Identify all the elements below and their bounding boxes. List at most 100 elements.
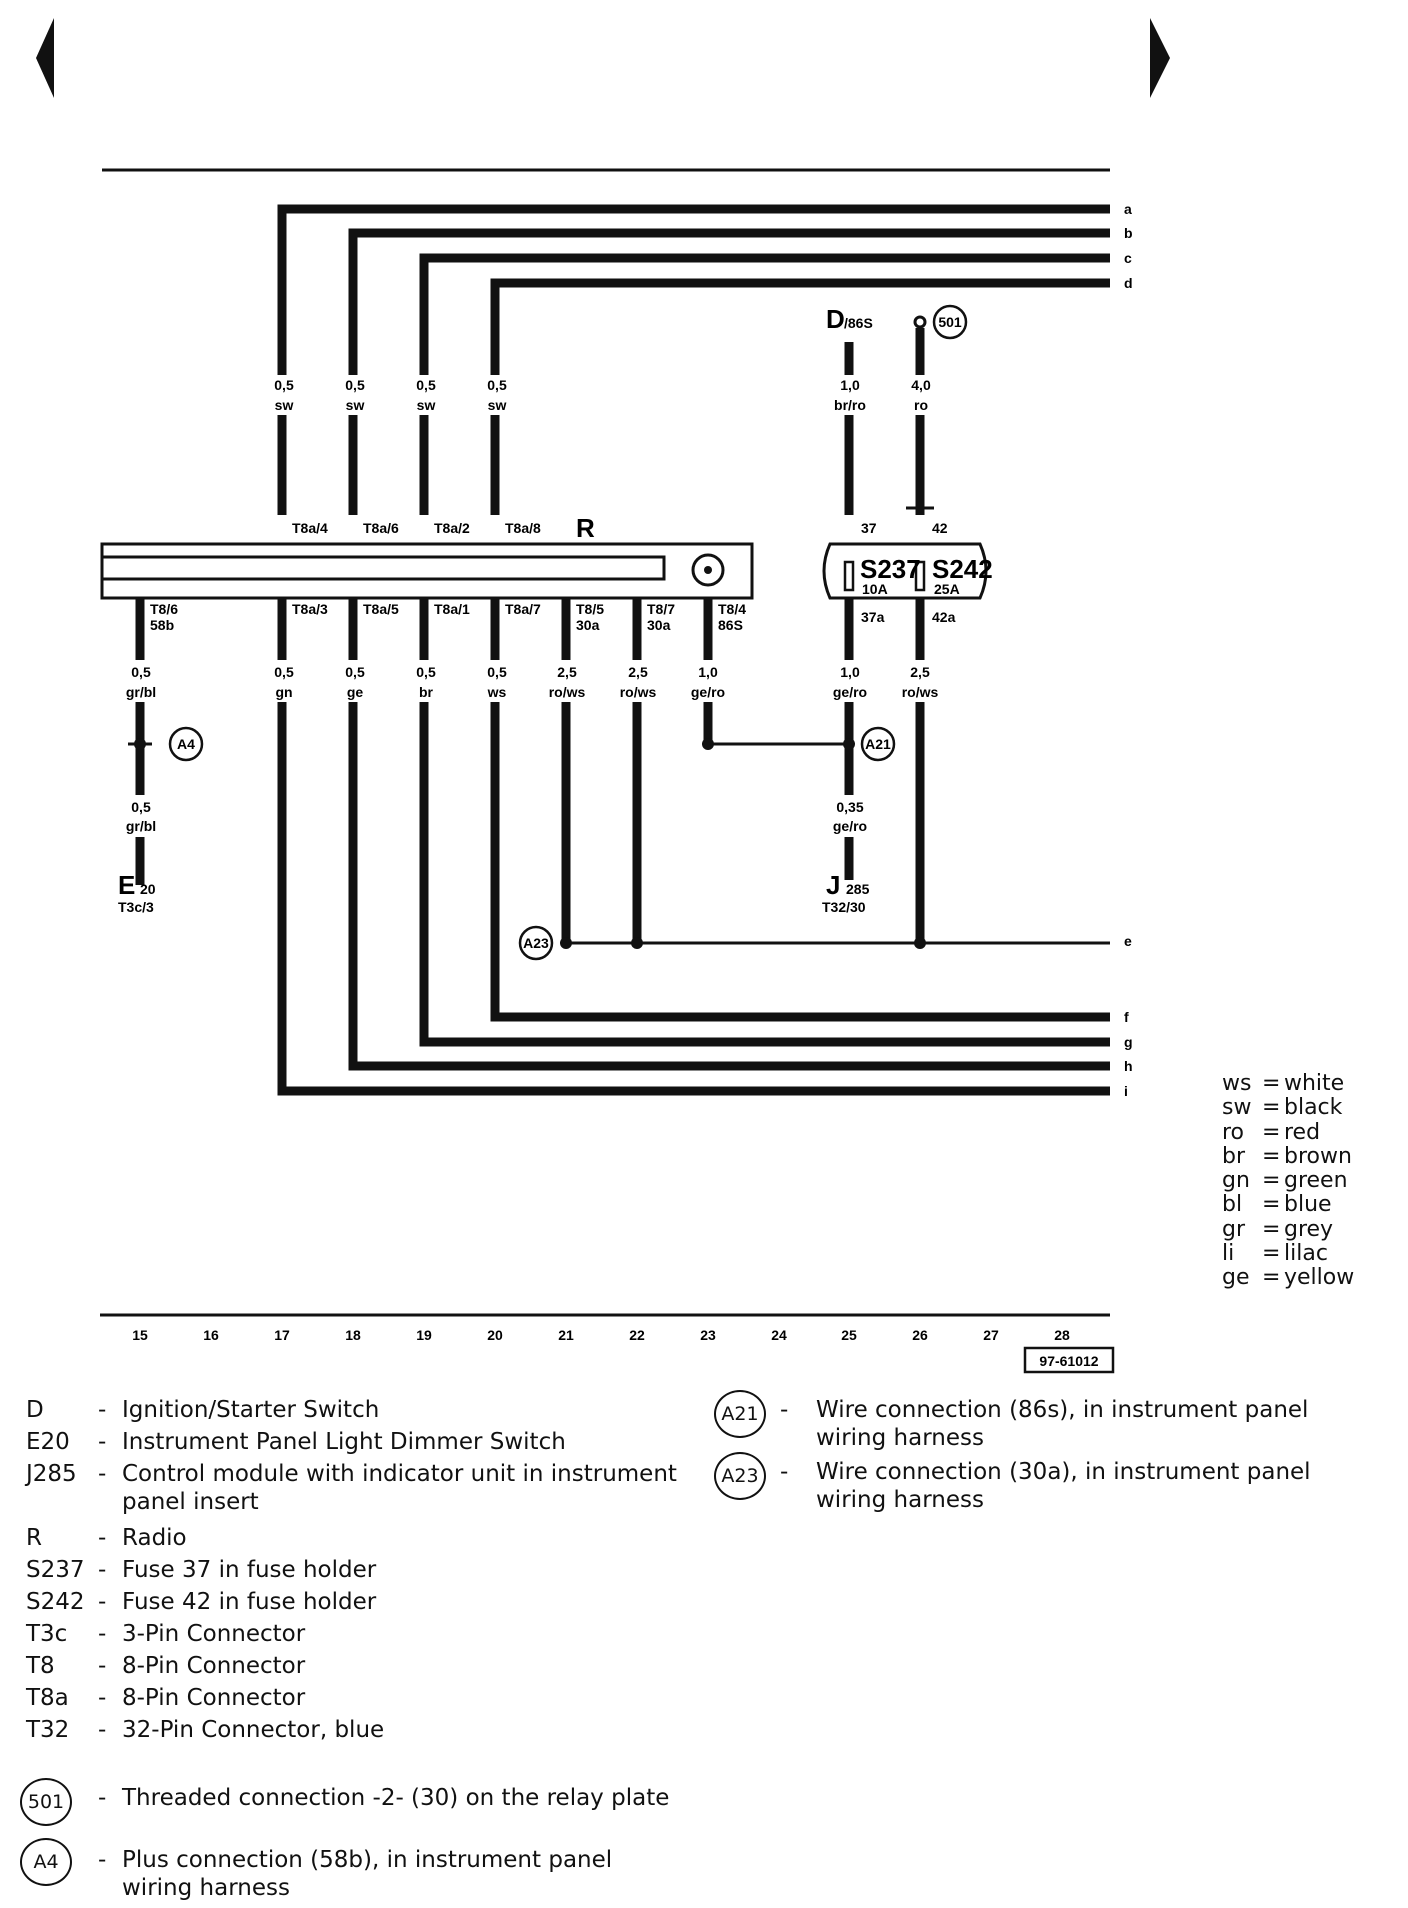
bus-h bbox=[348, 598, 1110, 1071]
wire-color: gr/bl bbox=[126, 818, 156, 834]
svg-text:E: E bbox=[118, 870, 135, 900]
bus-d bbox=[490, 278, 1110, 515]
svg-text:S242: S242 bbox=[932, 554, 993, 584]
svg-text:20: 20 bbox=[140, 881, 156, 897]
svg-text:J: J bbox=[826, 870, 840, 900]
wire-color: sw bbox=[488, 397, 507, 413]
legend-circle-501: 501 bbox=[20, 1778, 72, 1826]
svg-text:A21: A21 bbox=[865, 736, 891, 752]
wire-size: 0,5 bbox=[416, 664, 436, 680]
track-number: 23 bbox=[700, 1327, 716, 1343]
color-code-row: bl=blue bbox=[1222, 1192, 1332, 1218]
wire-size: 0,5 bbox=[131, 664, 151, 680]
wire-size: 0,35 bbox=[836, 799, 863, 815]
wire-size: 2,5 bbox=[910, 664, 930, 680]
wire-color: sw bbox=[346, 397, 365, 413]
legend-row: - bbox=[780, 1459, 789, 1485]
track-number: 27 bbox=[983, 1327, 999, 1343]
legend-row: Wire connection (30a), in instrument pan… bbox=[816, 1459, 1311, 1513]
pin-label: T8a/2 bbox=[434, 520, 470, 536]
doc-number: 97-61012 bbox=[1023, 1346, 1115, 1374]
bus-letter: i bbox=[1124, 1083, 1128, 1099]
track-number: 24 bbox=[771, 1327, 787, 1343]
bus-letter: f bbox=[1124, 1009, 1129, 1025]
wire-color: br bbox=[419, 684, 434, 700]
wire-color: gn bbox=[275, 684, 292, 700]
bottom-pin-labels: T8/6 58b T8a/3 T8a/5 T8a/1 T8a/7 T8/5 30… bbox=[150, 601, 956, 633]
color-code-row: gn=green bbox=[1222, 1168, 1348, 1194]
track-number: 19 bbox=[416, 1327, 432, 1343]
wire-color: ge/ro bbox=[833, 684, 867, 700]
legend-circle-a21: A21 bbox=[714, 1390, 766, 1438]
wire-size: 0,5 bbox=[345, 664, 365, 680]
bus-letter: e bbox=[1124, 933, 1132, 949]
color-code-row: ge=yellow bbox=[1222, 1265, 1355, 1291]
pin-label: 30a bbox=[576, 617, 600, 633]
color-code-row: ws=white bbox=[1222, 1071, 1345, 1096]
wire-size: 0,5 bbox=[345, 377, 365, 393]
wire-color: sw bbox=[417, 397, 436, 413]
svg-text:10A: 10A bbox=[862, 581, 888, 597]
pin-label: 30a bbox=[647, 617, 671, 633]
wire-size: 1,0 bbox=[840, 377, 860, 393]
next-page-button[interactable] bbox=[1150, 18, 1170, 98]
svg-text:T3c/3: T3c/3 bbox=[118, 899, 154, 915]
pin-label: T8a/1 bbox=[434, 601, 470, 617]
color-code-legend: ws=white sw=black ro=red br=brown gn=gre… bbox=[1222, 1071, 1355, 1291]
ignition-switch: D /86S bbox=[826, 304, 934, 515]
pin-label: T8a/6 bbox=[363, 520, 399, 536]
bus-c bbox=[419, 253, 1110, 515]
pin-label: 42a bbox=[932, 609, 956, 625]
wire-size: 0,5 bbox=[274, 664, 294, 680]
color-code-row: gr=grey bbox=[1222, 1216, 1334, 1242]
prev-page-button[interactable] bbox=[36, 18, 54, 98]
track-number: 17 bbox=[274, 1327, 290, 1343]
legend-row: Wire connection (86s), in instrument pan… bbox=[816, 1397, 1309, 1451]
pin-label: T8a/7 bbox=[505, 601, 541, 617]
top-wire-labels: 0,5 sw 0,5 sw 0,5 sw 0,5 sw bbox=[268, 375, 511, 415]
svg-text:97-61012: 97-61012 bbox=[1039, 1353, 1098, 1369]
pin-label: 37 bbox=[861, 520, 877, 536]
color-code-row: li=lilac bbox=[1222, 1241, 1328, 1267]
track-number: 18 bbox=[345, 1327, 361, 1343]
svg-text:A4: A4 bbox=[177, 736, 195, 752]
pin-label: T8/6 bbox=[150, 601, 178, 617]
pin-label: T8a/8 bbox=[505, 520, 541, 536]
bus-letter: d bbox=[1124, 275, 1133, 291]
bus-letter: h bbox=[1124, 1058, 1133, 1074]
top-right-wire-labels: 1,0 br/ro 4,0 ro bbox=[828, 375, 936, 415]
pin-label: 37a bbox=[861, 609, 885, 625]
track-number: 26 bbox=[912, 1327, 928, 1343]
pin-label: 42 bbox=[932, 520, 948, 536]
bus-top bbox=[277, 204, 1110, 515]
wire-color: gr/bl bbox=[126, 684, 156, 700]
wire-size: 2,5 bbox=[628, 664, 648, 680]
wire-size: 0,5 bbox=[274, 377, 294, 393]
fuse-holder: S237 10A S242 25A bbox=[822, 542, 993, 600]
wire-size: 0,5 bbox=[416, 377, 436, 393]
legend-circle-a23: A23 bbox=[714, 1452, 766, 1500]
radio-component bbox=[100, 542, 754, 600]
svg-text:285: 285 bbox=[846, 881, 870, 897]
e20-component-label: E 20 T3c/3 bbox=[118, 870, 156, 915]
triangle-right-icon bbox=[1150, 18, 1170, 98]
radio-label: R bbox=[576, 513, 595, 543]
track-number: 21 bbox=[558, 1327, 574, 1343]
wire-color: ge bbox=[347, 684, 364, 700]
color-code-row: ro=red bbox=[1222, 1119, 1321, 1145]
color-code-row: br=brown bbox=[1222, 1143, 1352, 1169]
bus-letter: a bbox=[1124, 201, 1132, 217]
pin-label: 86S bbox=[718, 617, 743, 633]
bus-letter: g bbox=[1124, 1034, 1133, 1050]
wire-color: ge/ro bbox=[833, 818, 867, 834]
track-number: 22 bbox=[629, 1327, 645, 1343]
wire-color: ro/ws bbox=[549, 684, 586, 700]
bottom-wire-labels: 0,5 gr/bl 0,5 gn 0,5 ge 0,5 br 0,5 ws 2,… bbox=[118, 660, 944, 837]
bus-letter: c bbox=[1124, 250, 1132, 266]
track-number: 28 bbox=[1054, 1327, 1070, 1343]
wire-size: 1,0 bbox=[840, 664, 860, 680]
wire-size: 2,5 bbox=[557, 664, 577, 680]
radio-ground-icon bbox=[691, 553, 725, 587]
wire-size: 0,5 bbox=[487, 377, 507, 393]
